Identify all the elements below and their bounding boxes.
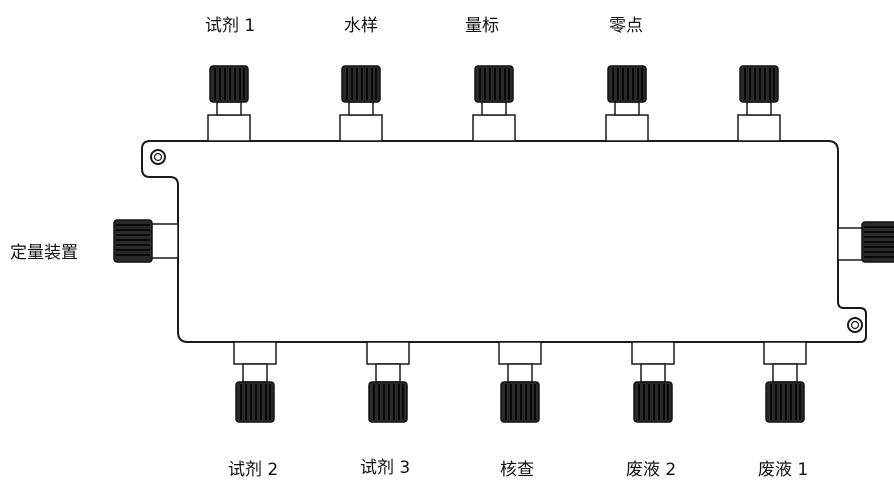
top-port-5 [737, 65, 781, 142]
bottom-label-2: 试剂 3 [360, 458, 411, 478]
bottom-label-1: 试剂 2 [228, 460, 279, 480]
manifold-body [141, 140, 867, 343]
bottom-port-5 [763, 341, 807, 423]
bottom-label-3: 核查 [500, 460, 534, 480]
bottom-port-2 [366, 341, 410, 423]
left-label: 定量装置 [10, 243, 78, 263]
top-label-2: 水样 [344, 16, 378, 36]
bottom-label-4: 废液 2 [626, 460, 677, 480]
bottom-port-3 [498, 341, 542, 423]
bottom-label-5: 废液 1 [758, 460, 809, 480]
bottom-port-4 [631, 341, 675, 423]
top-port-3 [472, 65, 516, 142]
bottom-port-1 [233, 341, 277, 423]
left-port [113, 219, 179, 263]
top-port-4 [605, 65, 649, 142]
top-label-4: 零点 [609, 16, 643, 36]
top-port-2 [339, 65, 383, 142]
mount-hole-top-left-inner [153, 152, 163, 162]
top-label-3: 量标 [465, 16, 499, 36]
top-label-1: 试剂 1 [205, 16, 256, 36]
right-port [837, 221, 894, 263]
top-port-1 [207, 65, 251, 142]
mount-hole-bottom-right-inner [850, 320, 860, 330]
